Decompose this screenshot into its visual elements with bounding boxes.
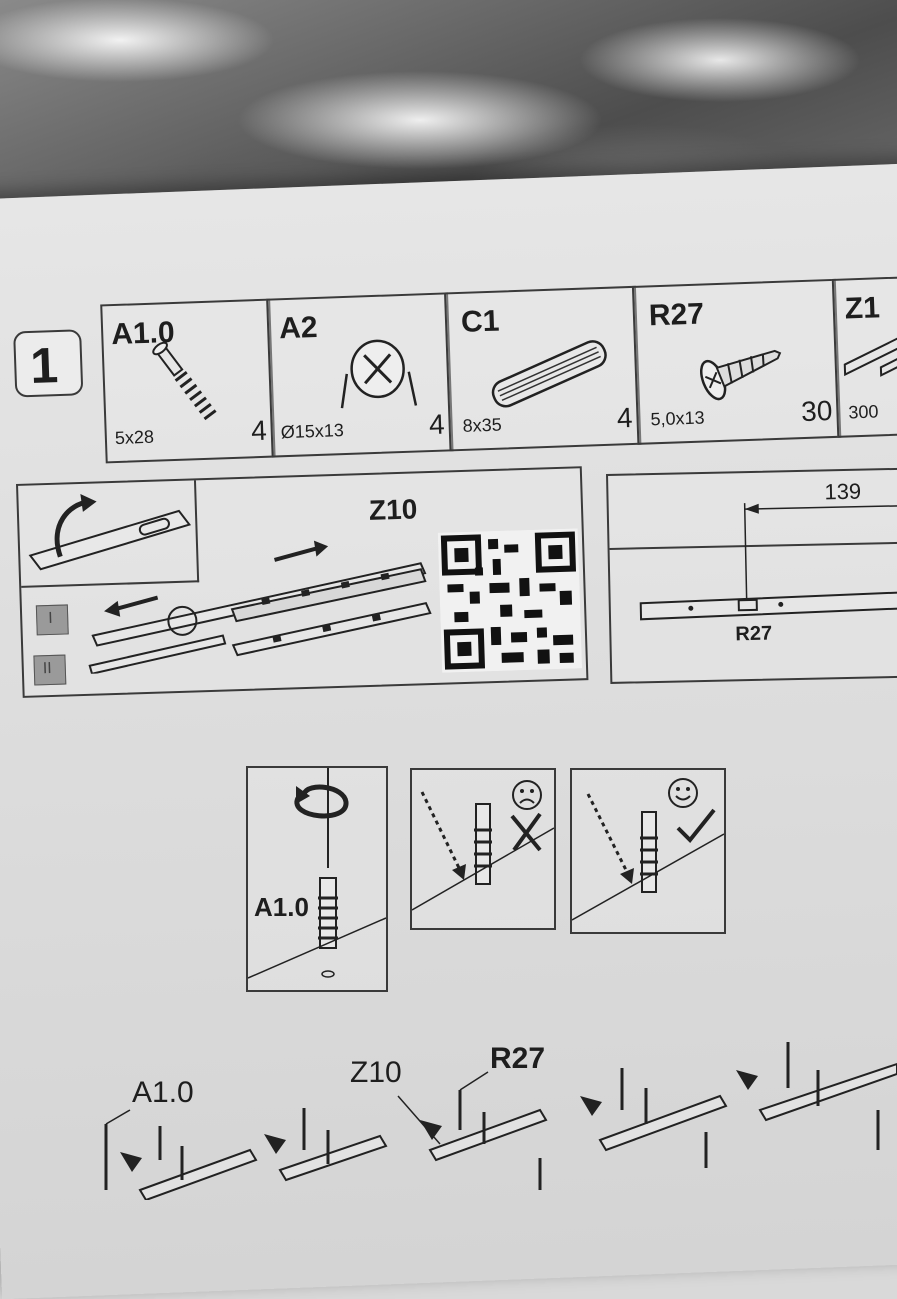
slide-rail-icon	[843, 332, 897, 377]
dimension-line	[639, 503, 897, 621]
part-cell-z1: Z1 300	[831, 274, 897, 438]
cam-bolt-label: A1.0	[254, 892, 309, 922]
wrong-insertion-drawing	[412, 791, 554, 911]
slide-arrow-left-icon	[104, 595, 159, 617]
bottom-label-r27: R27	[490, 1042, 546, 1075]
part-dimension: 5,0x13	[650, 407, 705, 430]
rail-detail-inset	[18, 480, 200, 588]
parts-header: 1 A1.0 5x28 4	[0, 266, 897, 469]
instruction-content: 1 A1.0 5x28 4	[0, 266, 897, 1200]
check-icon	[676, 808, 716, 843]
rotate-arrow-icon	[28, 493, 192, 571]
part-cell-a2: A2 Ø15x13 4	[266, 292, 454, 458]
dimension-panel: 139 R27	[606, 467, 897, 684]
cam-lock-icon	[340, 339, 418, 409]
dimension-screw-label: R27	[735, 622, 773, 646]
rail-label: Z10	[368, 493, 418, 526]
part-quantity: 4	[250, 414, 268, 447]
step-i-marker: I	[35, 604, 69, 636]
cam-bolt-insertion-panel: A1.0	[246, 766, 388, 992]
happy-face-icon	[668, 778, 698, 808]
step-ii-label: II	[42, 659, 52, 678]
wrong-insertion-panel	[410, 768, 556, 930]
part-cell-a1: A1.0 5x28 4	[100, 298, 276, 464]
part-dimension: 8x35	[462, 414, 503, 436]
cross-icon	[510, 812, 542, 852]
correct-insertion-drawing	[572, 793, 724, 921]
slide-rail-drawing	[88, 562, 432, 674]
part-dimension: 300	[848, 401, 879, 423]
dowel-icon	[491, 340, 607, 408]
part-code: Z1	[844, 291, 881, 326]
part-quantity: 4	[616, 402, 634, 434]
part-cell-r27: R27 5,0x13 30	[631, 278, 842, 445]
step-number-badge: 1	[13, 329, 84, 398]
screw-icon	[699, 349, 782, 401]
assembly-drawing	[104, 1042, 897, 1200]
part-quantity: 4	[428, 408, 446, 441]
step-number: 1	[29, 337, 60, 394]
sad-face-icon	[512, 780, 542, 810]
part-code: A2	[278, 310, 319, 346]
part-dimension: Ø15x13	[280, 420, 345, 443]
bottom-label-a1: A1.0	[132, 1076, 194, 1109]
slide-arrow-icon	[273, 540, 329, 562]
correct-insertion-panel	[570, 768, 726, 934]
cam-bolt-icon	[152, 341, 217, 421]
part-cell-c1: C1 8x35 4	[444, 285, 642, 452]
part-dimension: 5x28	[114, 426, 155, 449]
part-quantity: 30	[800, 395, 833, 428]
part-code: R27	[648, 297, 705, 333]
step-i-label: I	[47, 609, 53, 628]
step-ii-marker: II	[33, 654, 67, 686]
rail-assembly-panel: Z10 I II	[16, 466, 589, 698]
rotate-icon	[248, 768, 386, 979]
qr-code-icon	[437, 528, 583, 673]
bottom-label-z10: Z10	[350, 1056, 402, 1089]
